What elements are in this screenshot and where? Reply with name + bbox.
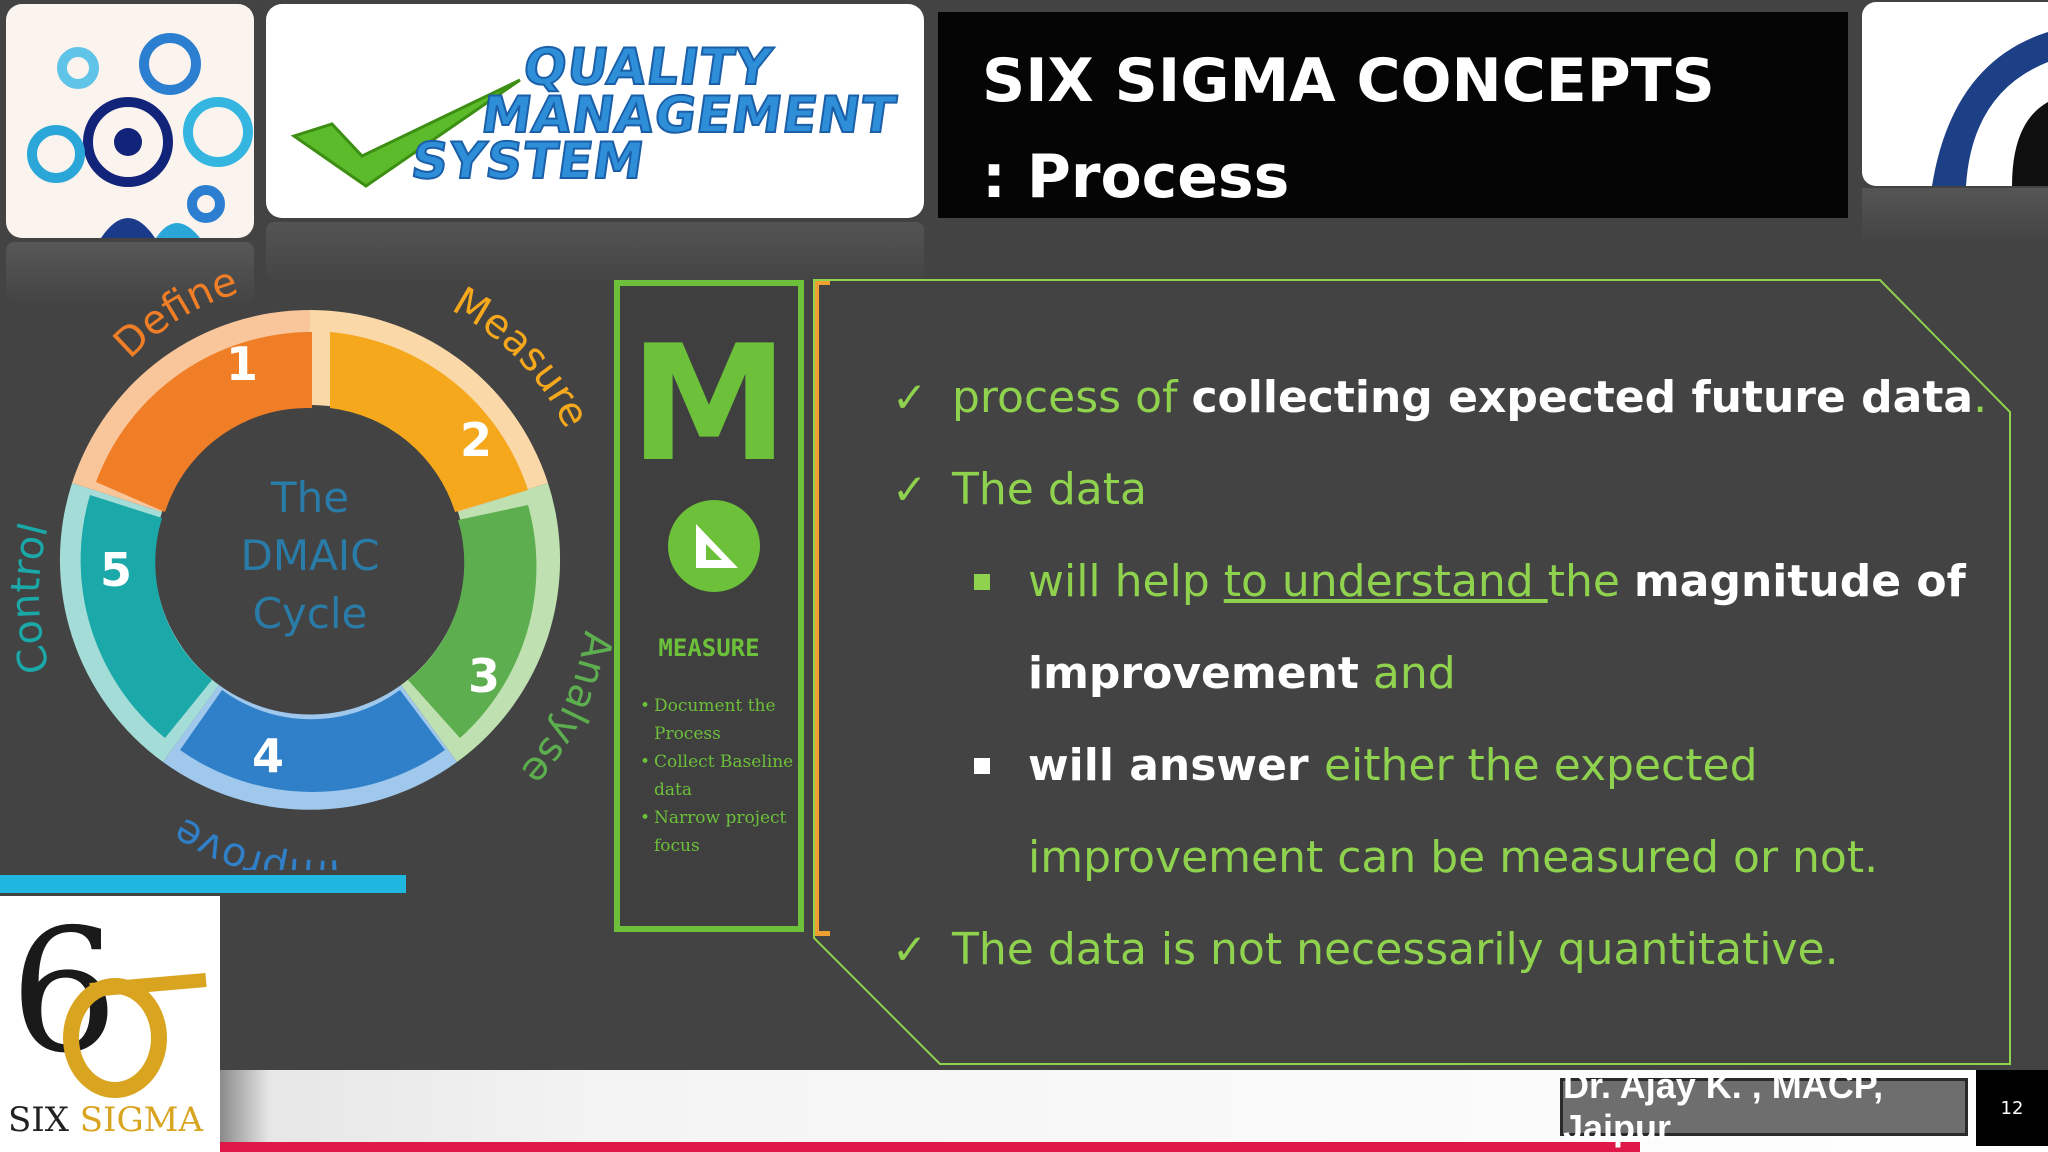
six-sigma-symbol-icon: 6 — [10, 910, 207, 1098]
bullet-1-text-b: collecting expected future data — [1191, 372, 1974, 423]
page-number: 12 — [1976, 1070, 2048, 1146]
set-square-icon — [668, 500, 760, 592]
bullet-1-text-c: . — [1973, 372, 1988, 423]
list-item: Narrow project focus — [640, 804, 800, 860]
sub-1-text-f: and — [1358, 648, 1456, 699]
qms-line-3: SYSTEM — [407, 131, 649, 191]
sub-1-text-e: improvement — [1028, 648, 1359, 699]
author-label: Dr. Ajay K. , MACP, Jaipur — [1560, 1065, 1968, 1148]
bullet-3-text: The data is not necessarily quantitative… — [952, 924, 1839, 975]
slide-title: SIX SIGMA CONCEPTS — [982, 46, 1715, 116]
checkmark-icon — [290, 78, 521, 188]
measure-steps-list: Document the Process Collect Baseline da… — [640, 692, 800, 860]
qms-logo: QUALITY MANAGEMENT SYSTEM — [266, 4, 924, 218]
slide-subtitle: : Process — [982, 142, 1290, 212]
check-icon: ✓ — [892, 925, 928, 974]
dmaic-inner-ring — [80, 331, 537, 793]
arc-logo-icon — [1932, 32, 2048, 186]
six-sigma-logo-text: SIX SIGMA — [8, 1100, 203, 1140]
cyan-accent-bar — [0, 875, 406, 893]
qms-reflection — [266, 222, 924, 280]
phase-number-5: 5 — [100, 543, 132, 597]
phase-label-control: Control — [3, 519, 60, 679]
dmaic-center-line-2: DMAIC — [240, 531, 379, 580]
phase-number-3: 3 — [468, 649, 500, 703]
gears-image — [6, 4, 254, 238]
gears-reflection — [6, 242, 254, 302]
content-panel-frame — [813, 279, 2011, 1065]
check-icon: ✓ — [892, 373, 928, 422]
phase-number-4: 4 — [252, 729, 284, 783]
measure-label: MEASURE — [658, 634, 760, 662]
check-icon: ✓ — [892, 465, 928, 514]
sub-2-text-a: will answer — [1028, 740, 1324, 791]
sub-1-text-b: to understand — [1223, 556, 1548, 607]
phase-number-1: 1 — [226, 337, 258, 391]
gears-icon — [27, 33, 253, 238]
sub-2-text-c: improvement can be measured or not. — [1028, 832, 1879, 883]
measure-letter: M — [629, 310, 789, 497]
phase-number-2: 2 — [460, 413, 492, 467]
svg-text:6: 6 — [10, 910, 118, 1091]
footer-red-stripe — [0, 1142, 1640, 1152]
sub-1-text-a: will help — [1028, 556, 1224, 607]
sub-1-text-d: magnitude of — [1633, 556, 1966, 607]
bullet-1-text-a: process of — [952, 372, 1192, 423]
dmaic-center-line-3: Cycle — [253, 589, 368, 638]
partner-logo-reflection — [1862, 188, 2048, 238]
square-bullet-icon — [974, 758, 990, 774]
logo-shadow — [220, 1070, 270, 1152]
square-bullet-icon — [974, 574, 990, 590]
dmaic-cycle-diagram: The DMAIC Cycle 1 2 3 4 5 Define Measure… — [3, 258, 620, 870]
dmaic-center-line-1: The — [270, 473, 349, 522]
bullet-2-text: The data — [952, 464, 1147, 515]
sub-2-text-b: either the expected — [1323, 740, 1758, 791]
list-item: Collect Baseline data — [640, 748, 800, 804]
list-item: Document the Process — [640, 692, 800, 748]
sub-1-text-c: the — [1547, 556, 1634, 607]
partner-logo — [1862, 2, 2048, 186]
orange-bracket — [814, 280, 830, 936]
measure-panel: M MEASURE Document the Process Collect B… — [614, 280, 804, 932]
six-sigma-logo: 6 SIX SIGMA — [0, 896, 220, 1152]
slide-title-box: SIX SIGMA CONCEPTS : Process — [938, 12, 1848, 218]
phase-label-improve: Improve — [165, 808, 341, 870]
